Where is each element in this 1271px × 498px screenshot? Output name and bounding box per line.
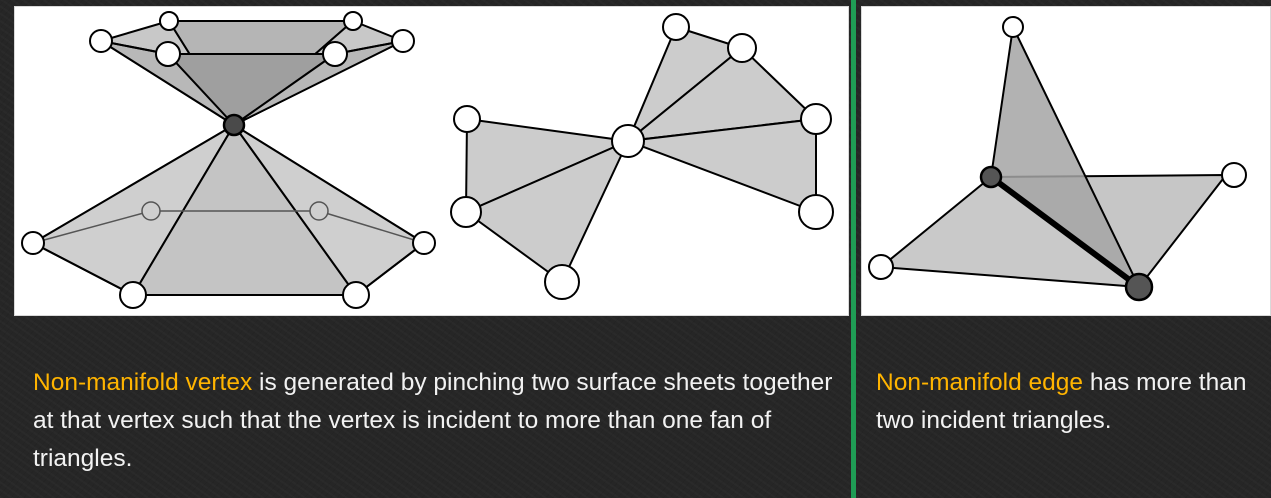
vertex <box>119 281 147 309</box>
vertex <box>544 264 580 300</box>
vertex <box>450 196 482 228</box>
hourglass-top-fan <box>100 20 404 126</box>
vertex <box>800 103 832 135</box>
non-manifold-vertex-caption: Non-manifold vertex is generated by pinc… <box>33 364 843 478</box>
caption-text: is generated by pinching two surface she… <box>33 369 833 472</box>
vertex <box>1221 162 1247 188</box>
vertex <box>155 41 181 67</box>
edge-endpoint-vertex <box>1124 272 1154 302</box>
vertex <box>342 281 370 309</box>
vertex <box>159 11 179 31</box>
vertex <box>727 33 757 63</box>
vertex <box>412 231 436 255</box>
caption-term: Non-manifold edge <box>876 369 1084 396</box>
bowtie-fans <box>465 26 817 283</box>
non-manifold-edge-figure <box>861 6 1271 316</box>
vertex <box>391 29 415 53</box>
hourglass-bottom-fan <box>32 124 425 296</box>
non-manifold-vertex <box>222 113 246 137</box>
vertex <box>868 254 894 280</box>
section-divider <box>851 0 856 498</box>
non-manifold-edge-diagram <box>868 16 1247 302</box>
vertex <box>21 231 45 255</box>
hourglass-vertices <box>21 11 436 309</box>
non-manifold-vertex-figure <box>14 6 849 316</box>
caption-text: has more than two incident triangles. <box>876 369 1247 434</box>
non-manifold-edge-caption: Non-manifold edge has more than two inci… <box>876 364 1266 440</box>
vertex <box>662 13 690 41</box>
edge-incident-triangles <box>880 26 1227 288</box>
edge-vertices <box>868 16 1247 302</box>
non-manifold-edge <box>989 174 1141 290</box>
vertex <box>343 11 363 31</box>
non-manifold-vertex <box>611 124 645 158</box>
hidden-vertex <box>309 201 329 221</box>
vertex <box>453 105 481 133</box>
hidden-vertex <box>141 201 161 221</box>
vertex <box>89 29 113 53</box>
vertex <box>1002 16 1024 38</box>
vertex <box>322 41 348 67</box>
non-manifold-vertex-diagram <box>21 11 834 309</box>
vertex <box>798 194 834 230</box>
bowtie-vertices <box>450 13 834 300</box>
caption-term: Non-manifold vertex <box>33 369 253 396</box>
edge-endpoint-vertex <box>979 165 1003 189</box>
